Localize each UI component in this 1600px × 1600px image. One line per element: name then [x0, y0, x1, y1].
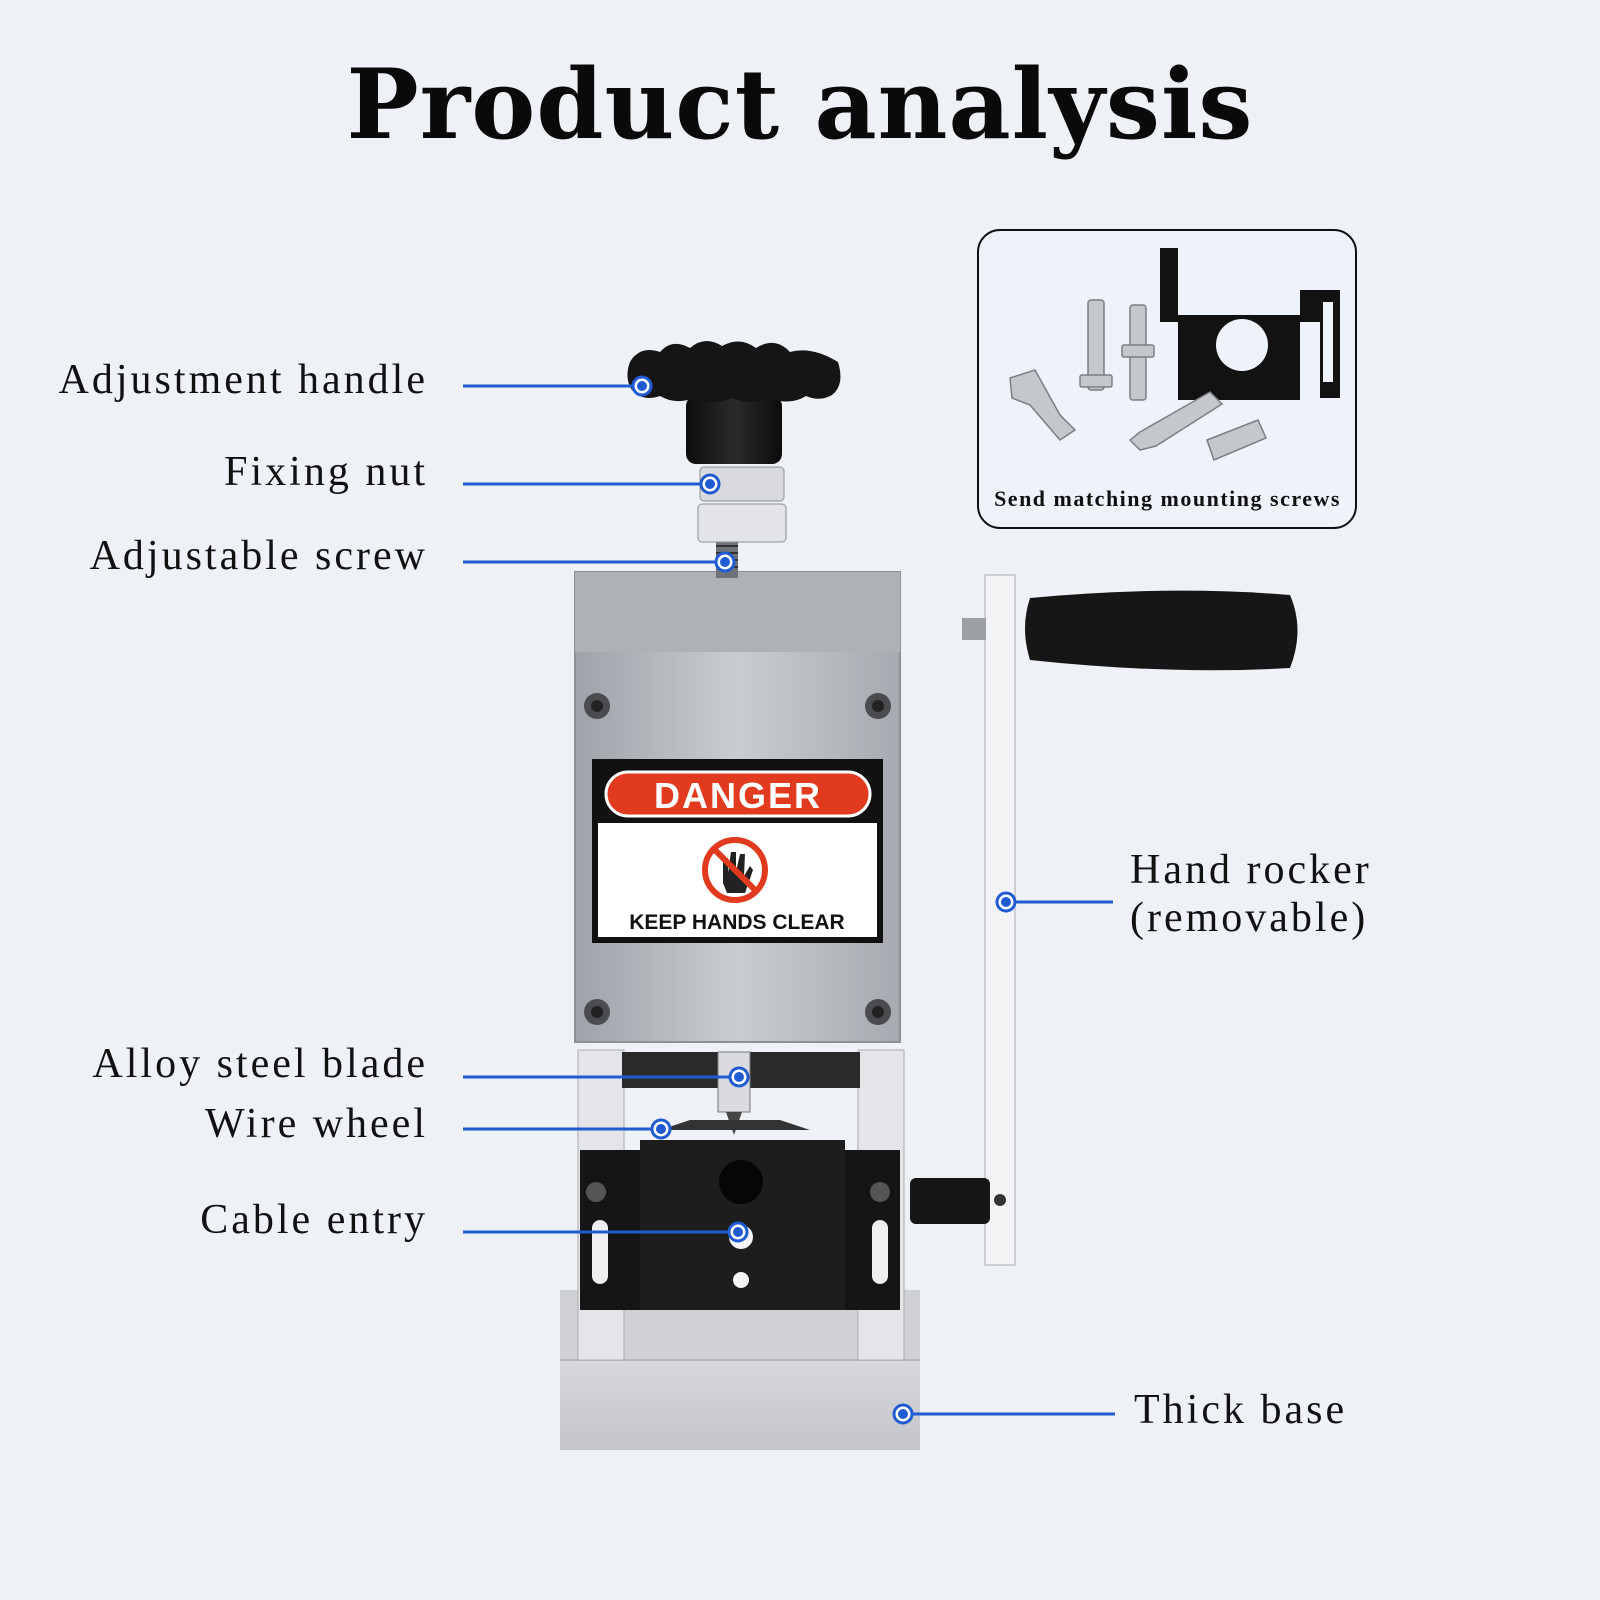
inset-accessories [977, 229, 1357, 529]
label-hand-rocker: Hand rocker (removable) [1130, 846, 1372, 943]
callout-dots [631, 375, 1017, 1425]
inset-caption: Send matching mounting screws [994, 486, 1341, 511]
label-alloy-steel-blade: Alloy steel blade [92, 1041, 428, 1087]
fixing-nut [697, 466, 787, 543]
label-adjustment-handle: Adjustment handle [58, 357, 428, 403]
cable-entry-block [580, 1120, 900, 1310]
danger-message: KEEP HANDS CLEAR [629, 911, 844, 934]
label-adjustable-screw: Adjustable screw [89, 533, 428, 579]
hand-rocker [910, 574, 1298, 1266]
mounting-bracket [1160, 248, 1340, 400]
danger-header: DANGER [654, 775, 822, 816]
danger-sign: DANGER KEEP HANDS CLEAR [592, 759, 883, 943]
label-thick-base: Thick base [1134, 1387, 1348, 1433]
label-fixing-nut: Fixing nut [224, 449, 428, 495]
label-hand-rocker-line2: (removable) [1130, 895, 1369, 942]
page-title: Product analysis [346, 48, 1254, 161]
label-cable-entry: Cable entry [200, 1197, 428, 1243]
adjustment-handle [627, 340, 841, 464]
label-hand-rocker-line1: Hand rocker [1130, 847, 1372, 893]
callout-lines [463, 384, 1115, 1416]
label-wire-wheel: Wire wheel [204, 1101, 428, 1147]
mounting-screws [1009, 299, 1267, 462]
